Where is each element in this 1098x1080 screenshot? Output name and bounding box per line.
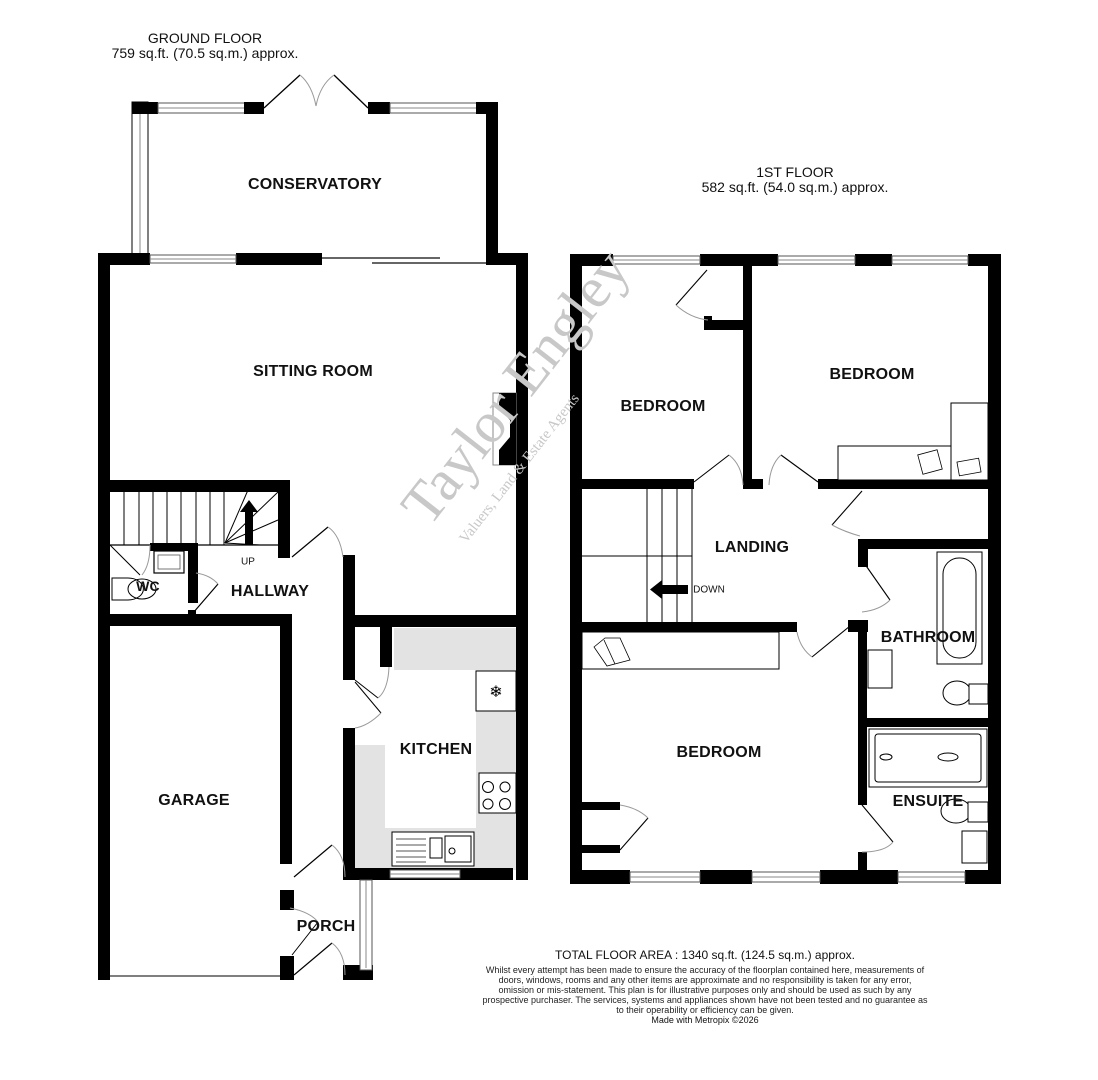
room-label-bedroom-main: BEDROOM: [676, 744, 762, 761]
ensuite-fixtures: [868, 728, 989, 864]
room-label-wc: WC: [136, 578, 160, 594]
room-label-porch: PORCH: [296, 918, 356, 935]
ground-floor-plan: ❄: [98, 74, 528, 980]
porch: [289, 844, 373, 976]
ground-floor-area: 759 sq.ft. (70.5 sq.m.) approx.: [111, 45, 299, 61]
hallway-walls: [98, 555, 516, 980]
down-arrow-icon: [650, 580, 688, 599]
first-floor-caption: 1ST FLOOR 582 sq.ft. (54.0 sq.m.) approx…: [685, 165, 905, 195]
shirt-icon: [593, 637, 631, 667]
svg-text:❄: ❄: [489, 684, 502, 701]
first-floor-area: 582 sq.ft. (54.0 sq.m.) approx.: [701, 179, 889, 195]
fireplace: [492, 392, 517, 466]
stairs-up-label: UP: [241, 556, 255, 568]
ground-stairs: [110, 480, 290, 558]
room-label-hallway: HALLWAY: [230, 583, 310, 600]
sink-icon: [391, 831, 475, 867]
floorplan-footer: TOTAL FLOOR AREA : 1340 sq.ft. (124.5 sq…: [480, 948, 930, 1026]
fridge-freezer-icon: ❄: [475, 670, 517, 712]
room-label-sitting-room: SITTING ROOM: [253, 363, 373, 380]
ground-floor-caption: GROUND FLOOR 759 sq.ft. (70.5 sq.m.) app…: [95, 31, 315, 61]
room-label-kitchen: KITCHEN: [399, 741, 473, 758]
room-label-conservatory: CONSERVATORY: [248, 176, 382, 193]
first-floor-stairs: [582, 489, 693, 622]
first-floor-plan: [570, 254, 1001, 884]
room-label-ensuite: ENSUITE: [892, 793, 964, 810]
wc-walls: [109, 543, 198, 603]
room-label-bedroom-small: BEDROOM: [620, 398, 706, 415]
room-label-landing: LANDING: [714, 539, 790, 556]
room-label-bedroom-rear: BEDROOM: [829, 366, 915, 383]
bathroom-fixtures: [867, 551, 989, 706]
hob-icon: [478, 772, 517, 814]
conservatory-walls: [131, 74, 498, 264]
room-label-bathroom: BATHROOM: [880, 629, 976, 646]
room-label-garage: GARAGE: [158, 792, 230, 809]
disclaimer-text: Whilst every attempt has been made to en…: [482, 965, 928, 1015]
stairs-down-label: DOWN: [693, 584, 725, 596]
first-floor-title: 1ST FLOOR: [756, 164, 834, 180]
ground-floor-title: GROUND FLOOR: [147, 30, 263, 46]
total-floor-area: TOTAL FLOOR AREA : 1340 sq.ft. (124.5 sq…: [555, 948, 855, 962]
metropix-credit: Made with Metropix ©2026: [651, 1015, 759, 1025]
